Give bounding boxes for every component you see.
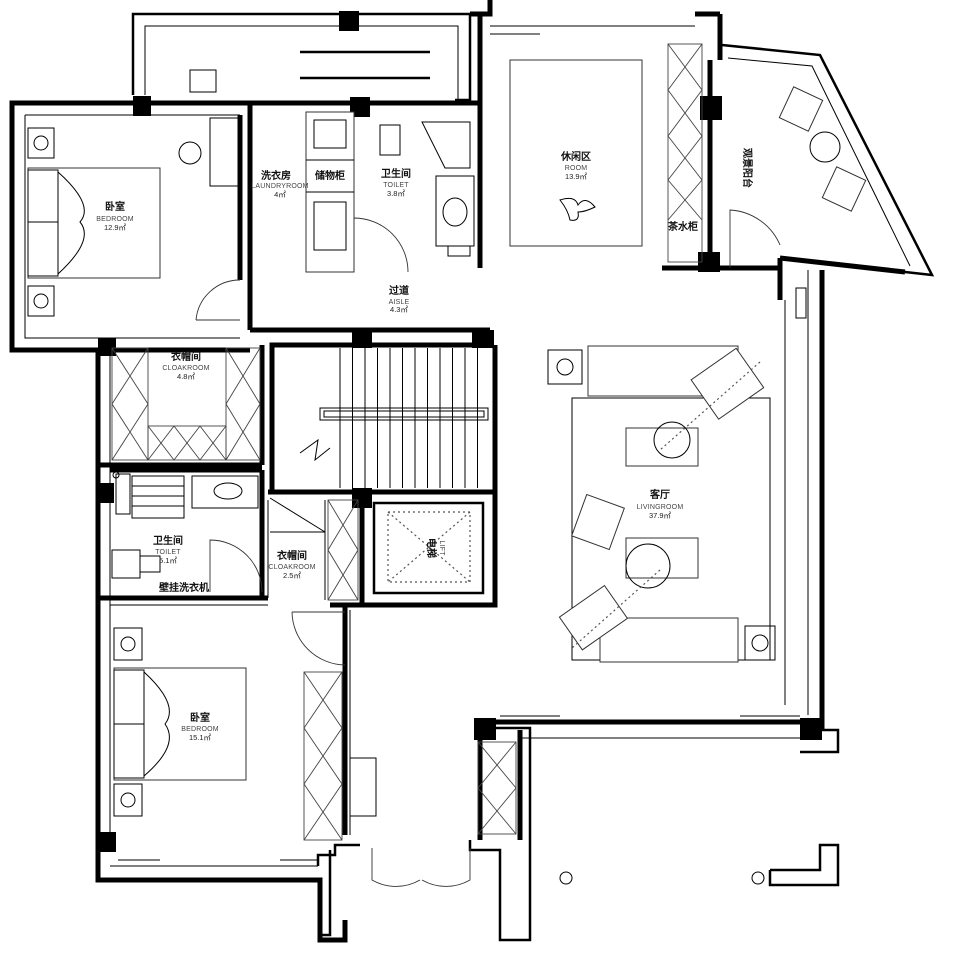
bedroom1-name: 卧室 — [105, 200, 125, 213]
elevator-name-en: LIFT — [438, 540, 445, 556]
room-labels: 卧室 BEDROOM 12.9㎡ 洗衣房 LAUNDRYROOM 4㎡ 储物柜 … — [96, 148, 754, 742]
bedroom1-area: 12.9㎡ — [104, 223, 127, 232]
bedroom1-name-en: BEDROOM — [96, 216, 134, 223]
toilet1-name: 卫生间 — [381, 167, 411, 180]
balcony-name: 观景阳台 — [741, 148, 754, 188]
washer-name: 壁挂洗衣机 — [159, 581, 209, 594]
structural-columns — [98, 11, 822, 852]
laundry-name-en: LAUNDRYROOM — [251, 183, 308, 190]
cloak1-cabinets — [111, 279, 261, 461]
cloak1-name: 衣帽间 — [171, 350, 201, 363]
balcony-furniture — [729, 86, 867, 268]
drying-racks — [189, 50, 430, 93]
cloak2-cabinets — [269, 497, 359, 601]
toilet2-area: 5.1㎡ — [159, 556, 177, 565]
aisle-name-en: AISLE — [389, 299, 410, 306]
living-area: 37.9㎡ — [649, 511, 672, 520]
entry-fixtures — [118, 715, 800, 887]
toilet1-area: 3.8㎡ — [387, 189, 405, 198]
toilet2-name-en: TOILET — [155, 549, 181, 556]
cloak1-area: 4.8㎡ — [177, 372, 195, 381]
cloak2-name-en: CLOAKROOM — [268, 564, 315, 571]
leisure-name-en: ROOM — [565, 165, 588, 172]
storage-name: 储物柜 — [314, 169, 345, 182]
stairs — [299, 348, 489, 488]
living-name: 客厅 — [649, 488, 670, 501]
toilet2-fixtures — [111, 471, 263, 593]
toilet1-name-en: TOILET — [383, 182, 409, 189]
toilet1-fixtures — [379, 121, 475, 257]
laundry-name: 洗衣房 — [261, 169, 291, 182]
aisle-area: 4.3㎡ — [390, 305, 408, 314]
bedroom2-name: 卧室 — [190, 711, 210, 724]
leisure-area: 13.9㎡ — [565, 172, 588, 181]
elevator-name: 电梯 — [425, 538, 438, 558]
elevator-cab — [387, 511, 471, 583]
cloak1-name-en: CLOAKROOM — [162, 365, 209, 372]
tea-cabinet-name: 茶水柜 — [667, 220, 698, 233]
leisure-name: 休闲区 — [560, 150, 591, 163]
bedroom2-area: 15.1㎡ — [189, 733, 212, 742]
cloak2-area: 2.5㎡ — [283, 571, 301, 580]
toilet2-name: 卫生间 — [153, 534, 183, 547]
laundry-area: 4㎡ — [274, 190, 286, 199]
laundry-fixtures — [305, 111, 409, 273]
leisure-furniture — [490, 33, 703, 263]
living-name-en: LIVINGROOM — [637, 504, 684, 511]
aisle-name: 过道 — [389, 284, 409, 297]
cloak2-name: 衣帽间 — [277, 549, 307, 562]
living-furniture — [547, 287, 807, 663]
bedroom2-furniture — [113, 611, 377, 841]
walls — [9, 0, 935, 943]
bedroom1-furniture — [27, 117, 239, 317]
bedroom2-name-en: BEDROOM — [181, 726, 219, 733]
